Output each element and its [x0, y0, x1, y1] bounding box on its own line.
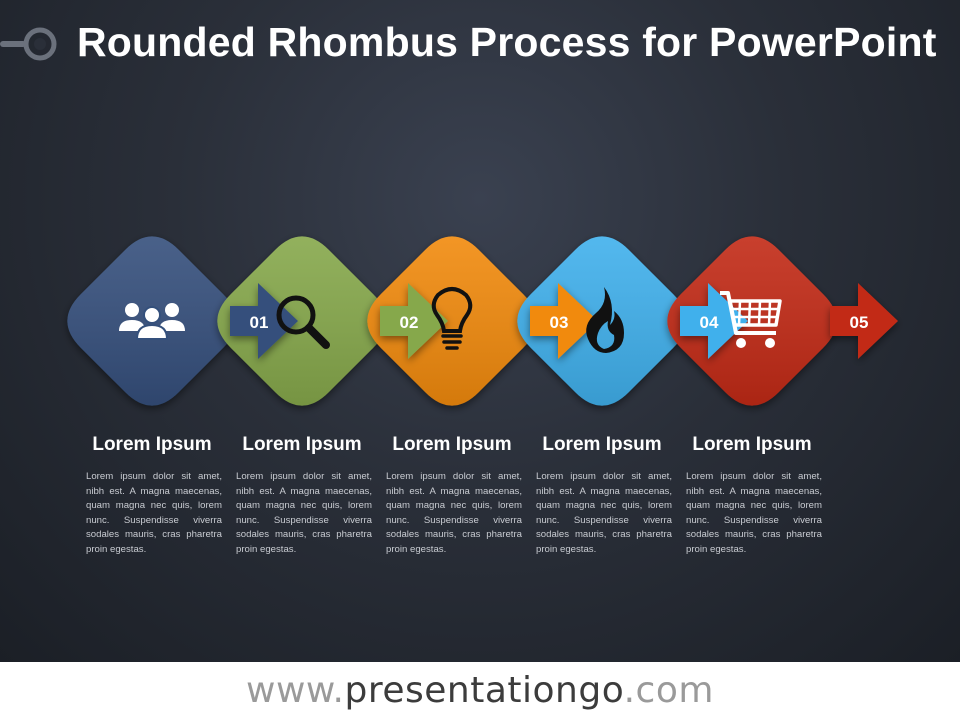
footer: www.presentationgo.com [0, 662, 960, 720]
slide-title: Rounded Rhombus Process for PowerPoint [77, 19, 937, 65]
step-number-2: 02 [400, 313, 419, 332]
step-description-2: Lorem ipsum dolor sit amet, nibh est. A … [236, 471, 372, 555]
rhombus-step-3 [367, 236, 537, 406]
footer-url[interactable]: www.presentationgo.com [246, 670, 714, 711]
flame-icon [586, 287, 624, 353]
logo-ring-icon [0, 27, 57, 61]
lightbulb-icon [431, 287, 473, 350]
arrow-step-5 [830, 283, 898, 359]
arrow-step-3 [530, 283, 598, 359]
step-description-1: Lorem ipsum dolor sit amet, nibh est. A … [86, 471, 222, 555]
step-description-4: Lorem ipsum dolor sit amet, nibh est. A … [536, 471, 672, 555]
step-number-4: 04 [700, 313, 719, 332]
rhombus-step-2 [217, 236, 387, 406]
footer-suffix: .com [623, 670, 714, 711]
footer-brand: presentationgo [344, 670, 624, 711]
process-diagram: 01 02 03 04 05 [67, 236, 898, 406]
magnifier-icon [276, 295, 330, 349]
arrow-step-4 [680, 283, 748, 359]
arrow-step-2 [380, 283, 448, 359]
slide: Rounded Rhombus Process for PowerPoint 0… [0, 0, 960, 662]
step-description-3: Lorem ipsum dolor sit amet, nibh est. A … [386, 471, 522, 555]
step-heading-2: Lorem Ipsum [242, 434, 362, 455]
step-description-5: Lorem ipsum dolor sit amet, nibh est. A … [686, 471, 822, 555]
step-number-5: 05 [850, 313, 869, 332]
step-number-3: 03 [550, 313, 569, 332]
step-heading-5: Lorem Ipsum [692, 434, 812, 455]
step-number-1: 01 [250, 313, 269, 332]
arrow-step-1 [230, 283, 298, 359]
shopping-cart-icon [720, 291, 782, 348]
step-heading-3: Lorem Ipsum [392, 434, 512, 455]
step-heading-1: Lorem Ipsum [92, 434, 212, 455]
footer-prefix: www. [246, 670, 345, 711]
step-heading-4: Lorem Ipsum [542, 434, 662, 455]
rhombus-step-5 [667, 236, 837, 406]
people-icon [119, 303, 185, 340]
